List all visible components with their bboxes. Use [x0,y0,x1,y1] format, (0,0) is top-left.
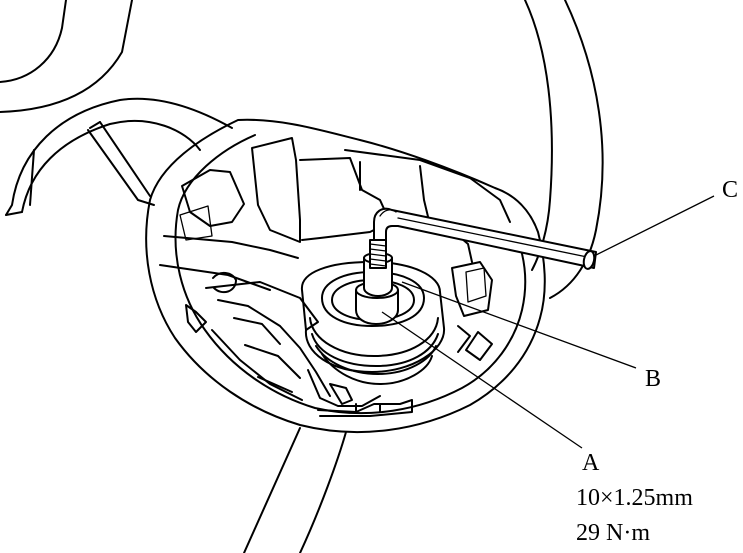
strut-mount [300,239,446,385]
leader-b [401,281,637,369]
fender-outline [0,0,233,216]
leader-lines [381,195,715,449]
lower-body-lines [243,427,347,553]
leader-a [381,311,583,449]
hex-wrench [373,207,597,270]
callout-b: B [645,366,661,392]
strut-tower [145,118,546,433]
callout-a: A [582,450,600,476]
torque-spec: 29 N·m [576,520,650,546]
inner-panels [159,137,511,417]
thread-size-spec: 10×1.25mm [576,485,693,511]
leader-c [593,195,715,257]
callout-c: C [722,177,738,203]
